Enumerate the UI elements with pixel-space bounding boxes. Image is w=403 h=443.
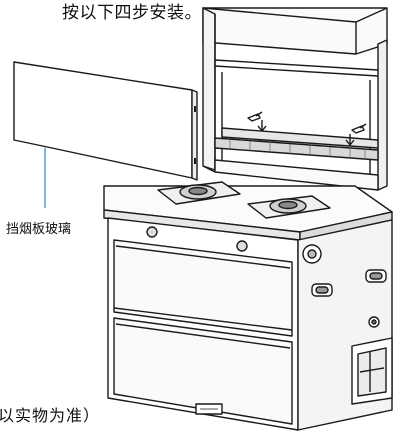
right-knob (236, 240, 248, 252)
callout-label-smoke-glass: 挡烟板玻璃 (6, 222, 72, 237)
instruction-heading: 按以下四步安装。 (62, 3, 202, 23)
smoke-guard-glass (13, 61, 198, 181)
left-knob (146, 226, 158, 238)
left-burner (157, 181, 241, 205)
side-fittings (302, 244, 393, 405)
footnote-text: 以实物为准） (0, 406, 101, 425)
left-hook-bracket (247, 111, 267, 132)
hood-frame (202, 7, 388, 191)
right-burner (247, 195, 331, 219)
right-hook-bracket (345, 123, 367, 146)
cabinet-body (107, 217, 393, 431)
cooktop (103, 181, 393, 241)
